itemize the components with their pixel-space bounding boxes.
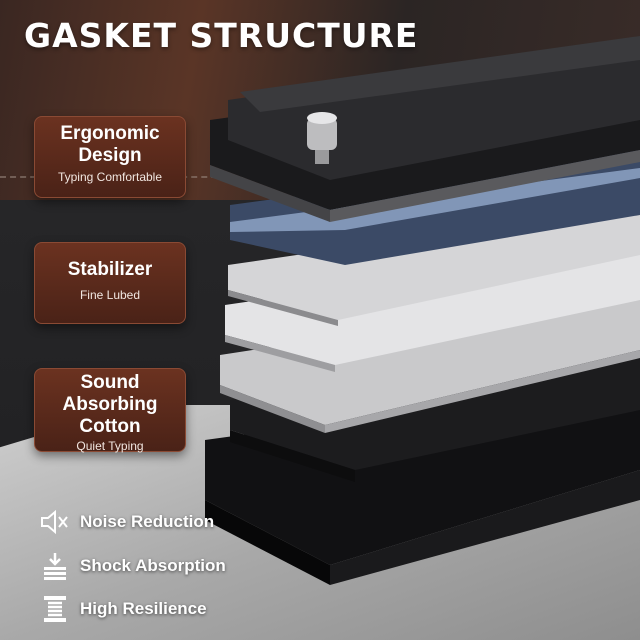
card-heading-line: Cotton: [79, 416, 141, 437]
card-heading-line: Stabilizer: [67, 259, 153, 280]
feature-label: High Resilience: [80, 599, 207, 618]
plate-light: [220, 290, 640, 433]
card-heading-line: Ergonomic: [60, 123, 160, 144]
switch-plate: [228, 205, 640, 326]
volume-knob: [307, 112, 337, 164]
feature-label: Noise Reduction: [80, 512, 215, 531]
speaker-mute-icon: [38, 507, 72, 537]
feature-label: Shock Absorption: [80, 556, 226, 575]
card-heading-line: Absorbing: [62, 394, 158, 415]
card-heading-line: Design: [78, 145, 142, 166]
feature-noise-reduction: Noise Reduction: [38, 507, 214, 537]
compress-arrow-icon: [38, 551, 72, 581]
feature-high-resilience: High Resilience: [38, 594, 207, 624]
card-sound-absorbing-cotton: Sound Absorbing Cotton Quiet Typing: [34, 368, 186, 453]
card-stabilizer: Stabilizer Fine Lubed: [34, 242, 186, 324]
card-ergonomic-design: Ergonomic Design Typing Comfortable: [34, 116, 186, 198]
card-subtitle: Fine Lubed: [79, 288, 141, 302]
card-subtitle: Quiet Typing: [76, 439, 144, 453]
page-title: GASKET STRUCTURE: [24, 16, 419, 55]
feature-shock-absorption: Shock Absorption: [38, 551, 226, 581]
card-heading-line: Sound: [80, 372, 140, 393]
spring-icon: [38, 594, 72, 624]
card-subtitle: Typing Comfortable: [57, 170, 163, 184]
